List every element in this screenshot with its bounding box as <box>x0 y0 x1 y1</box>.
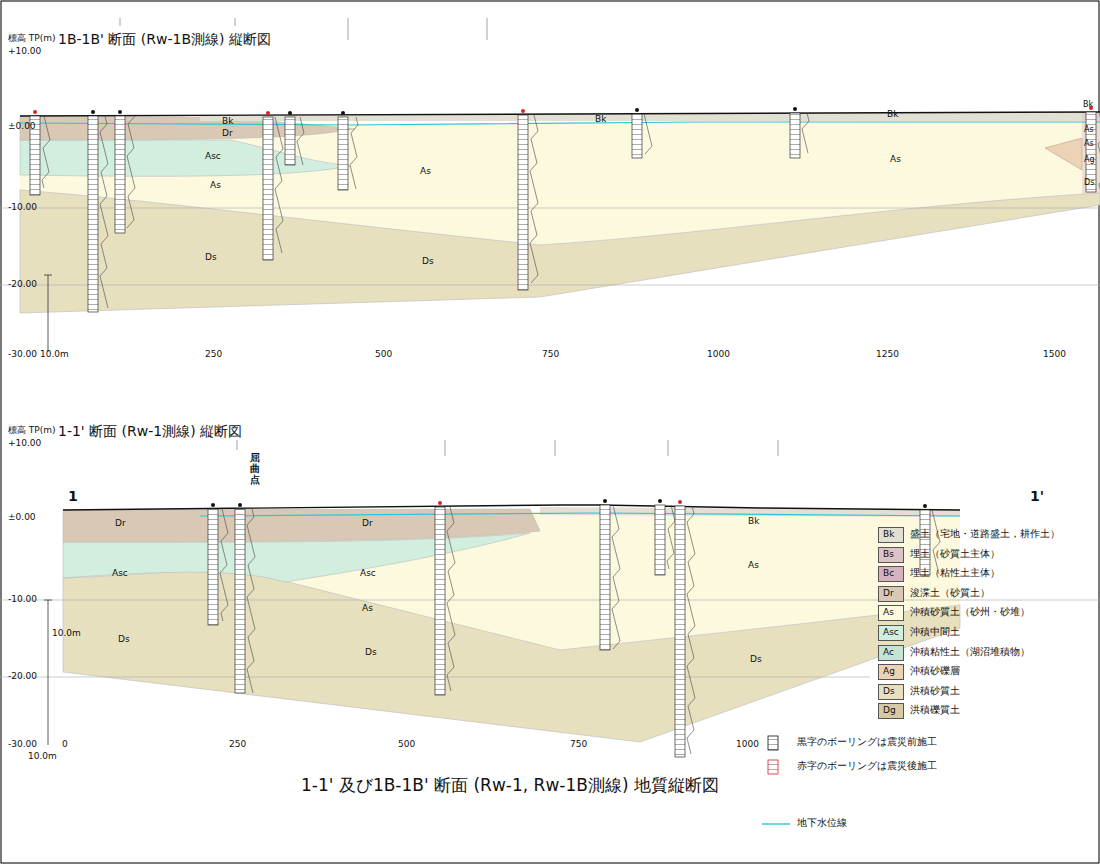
layer-code: Dr <box>222 128 233 138</box>
legend-text: 埋土（粘性土主体） <box>910 567 1000 579</box>
layer-code: Ds <box>205 252 217 262</box>
axis-value: -20.00 <box>8 279 37 289</box>
legend-code: As <box>883 607 894 617</box>
layer-code: As <box>748 560 759 570</box>
section-title: 1-1' 断面 (Rw-1測線) 縦断図 <box>58 423 242 439</box>
scale-label: 10.0m <box>28 751 57 761</box>
layer-code: Dr <box>115 518 126 528</box>
layer-code: Bk <box>887 109 898 119</box>
bend-point: 屈曲点 <box>250 452 260 485</box>
layer-code: As <box>362 603 373 613</box>
layer-code: Bk <box>222 116 233 126</box>
legend-text: 沖積砂礫層 <box>910 665 960 677</box>
section-top <box>0 18 1100 352</box>
scale-label: 10.0m <box>52 628 81 638</box>
layer-code: As <box>1084 125 1094 134</box>
section-bottom <box>0 440 1100 745</box>
axis-value: -20.00 <box>8 671 37 681</box>
figure-caption: 1-1' 及び1B-1B' 断面 (Rw-1, Rw-1B測線) 地質縦断図 <box>301 776 719 796</box>
legend-text: 沖積砂質土（砂州・砂堆） <box>910 606 1030 618</box>
layer-code: Ds <box>365 647 377 657</box>
legend-code: Ds <box>883 686 895 696</box>
layer-code: Ds <box>422 256 434 266</box>
legend-code: Ac <box>883 647 894 657</box>
distance-value: 250 <box>229 739 246 749</box>
scale-label: 10.0m <box>40 349 69 359</box>
legend-code: Bs <box>883 549 894 559</box>
axis-value: +10.00 <box>8 438 41 448</box>
layer-code: Ag <box>1084 155 1095 164</box>
layer-code: As <box>890 154 901 164</box>
axis-title: 標高 TP(m) <box>8 425 56 435</box>
layer-code: Ds <box>1084 178 1094 187</box>
distance-value: 750 <box>542 349 559 359</box>
axis-value: -30.00 <box>8 739 37 749</box>
distance-value: 1000 <box>736 739 759 749</box>
legend-note: 黒字のボーリングは震災前施工 <box>797 736 937 748</box>
distance-value: 500 <box>398 739 415 749</box>
legend-code: Dr <box>883 588 894 598</box>
distance-value: 1250 <box>876 349 899 359</box>
axis-value: ±0.00 <box>8 121 36 131</box>
layer-code: Bk <box>1083 100 1093 109</box>
layer-code: Asc <box>112 568 128 578</box>
distance-value: 250 <box>205 349 222 359</box>
layer-code: Bk <box>595 114 606 124</box>
distance-value: 0 <box>62 739 68 749</box>
legend-note: 地下水位線 <box>797 817 847 829</box>
section-end: 1 <box>68 488 78 504</box>
layer-code: Ds <box>750 654 762 664</box>
legend-text: 浚渫土（砂質土） <box>910 587 990 599</box>
axis-value: -10.00 <box>8 594 37 604</box>
legend-text: 沖積中間土 <box>910 626 960 638</box>
legend-text: 埋土（砂質土主体） <box>910 548 1000 560</box>
axis-value: -30.00 <box>8 349 37 359</box>
distance-value: 750 <box>570 739 587 749</box>
distance-value: 1500 <box>1043 349 1066 359</box>
legend-text: 沖積粘性土（湖沼堆積物） <box>910 646 1030 658</box>
legend-text: 盛土（宅地・道路盛土，耕作土） <box>910 528 1060 540</box>
legend-text: 洪積砂質土 <box>910 685 960 697</box>
layer-code: Asc <box>205 151 221 161</box>
layer-code: As <box>1084 139 1094 148</box>
axis-value: ±0.00 <box>8 512 36 522</box>
distance-value: 1000 <box>707 349 730 359</box>
legend-code: Asc <box>883 627 899 637</box>
layer-code: As <box>210 180 221 190</box>
axis-title: 標高 TP(m) <box>8 33 56 43</box>
boring-columns <box>30 106 1100 757</box>
legend-code: Ag <box>883 666 895 676</box>
layer-code: Dr <box>362 518 373 528</box>
legend-note: 赤字のボーリングは震災後施工 <box>797 760 937 772</box>
legend-code: Dg <box>883 705 896 715</box>
axis-value: -10.00 <box>8 202 37 212</box>
legend-text: 洪積礫質土 <box>910 704 960 716</box>
section-title: 1B-1B' 断面 (Rw-1B測線) 縦断図 <box>58 31 271 47</box>
section-end: 1' <box>1030 488 1044 504</box>
axis-value: +10.00 <box>8 46 41 56</box>
layer-code: Bk <box>748 516 759 526</box>
layer-code: Asc <box>360 568 376 578</box>
layer-code: Ds <box>118 634 130 644</box>
legend-code: Bc <box>883 568 894 578</box>
distance-value: 500 <box>375 349 392 359</box>
legend-code: Bk <box>883 529 894 539</box>
layer-code: As <box>420 166 431 176</box>
